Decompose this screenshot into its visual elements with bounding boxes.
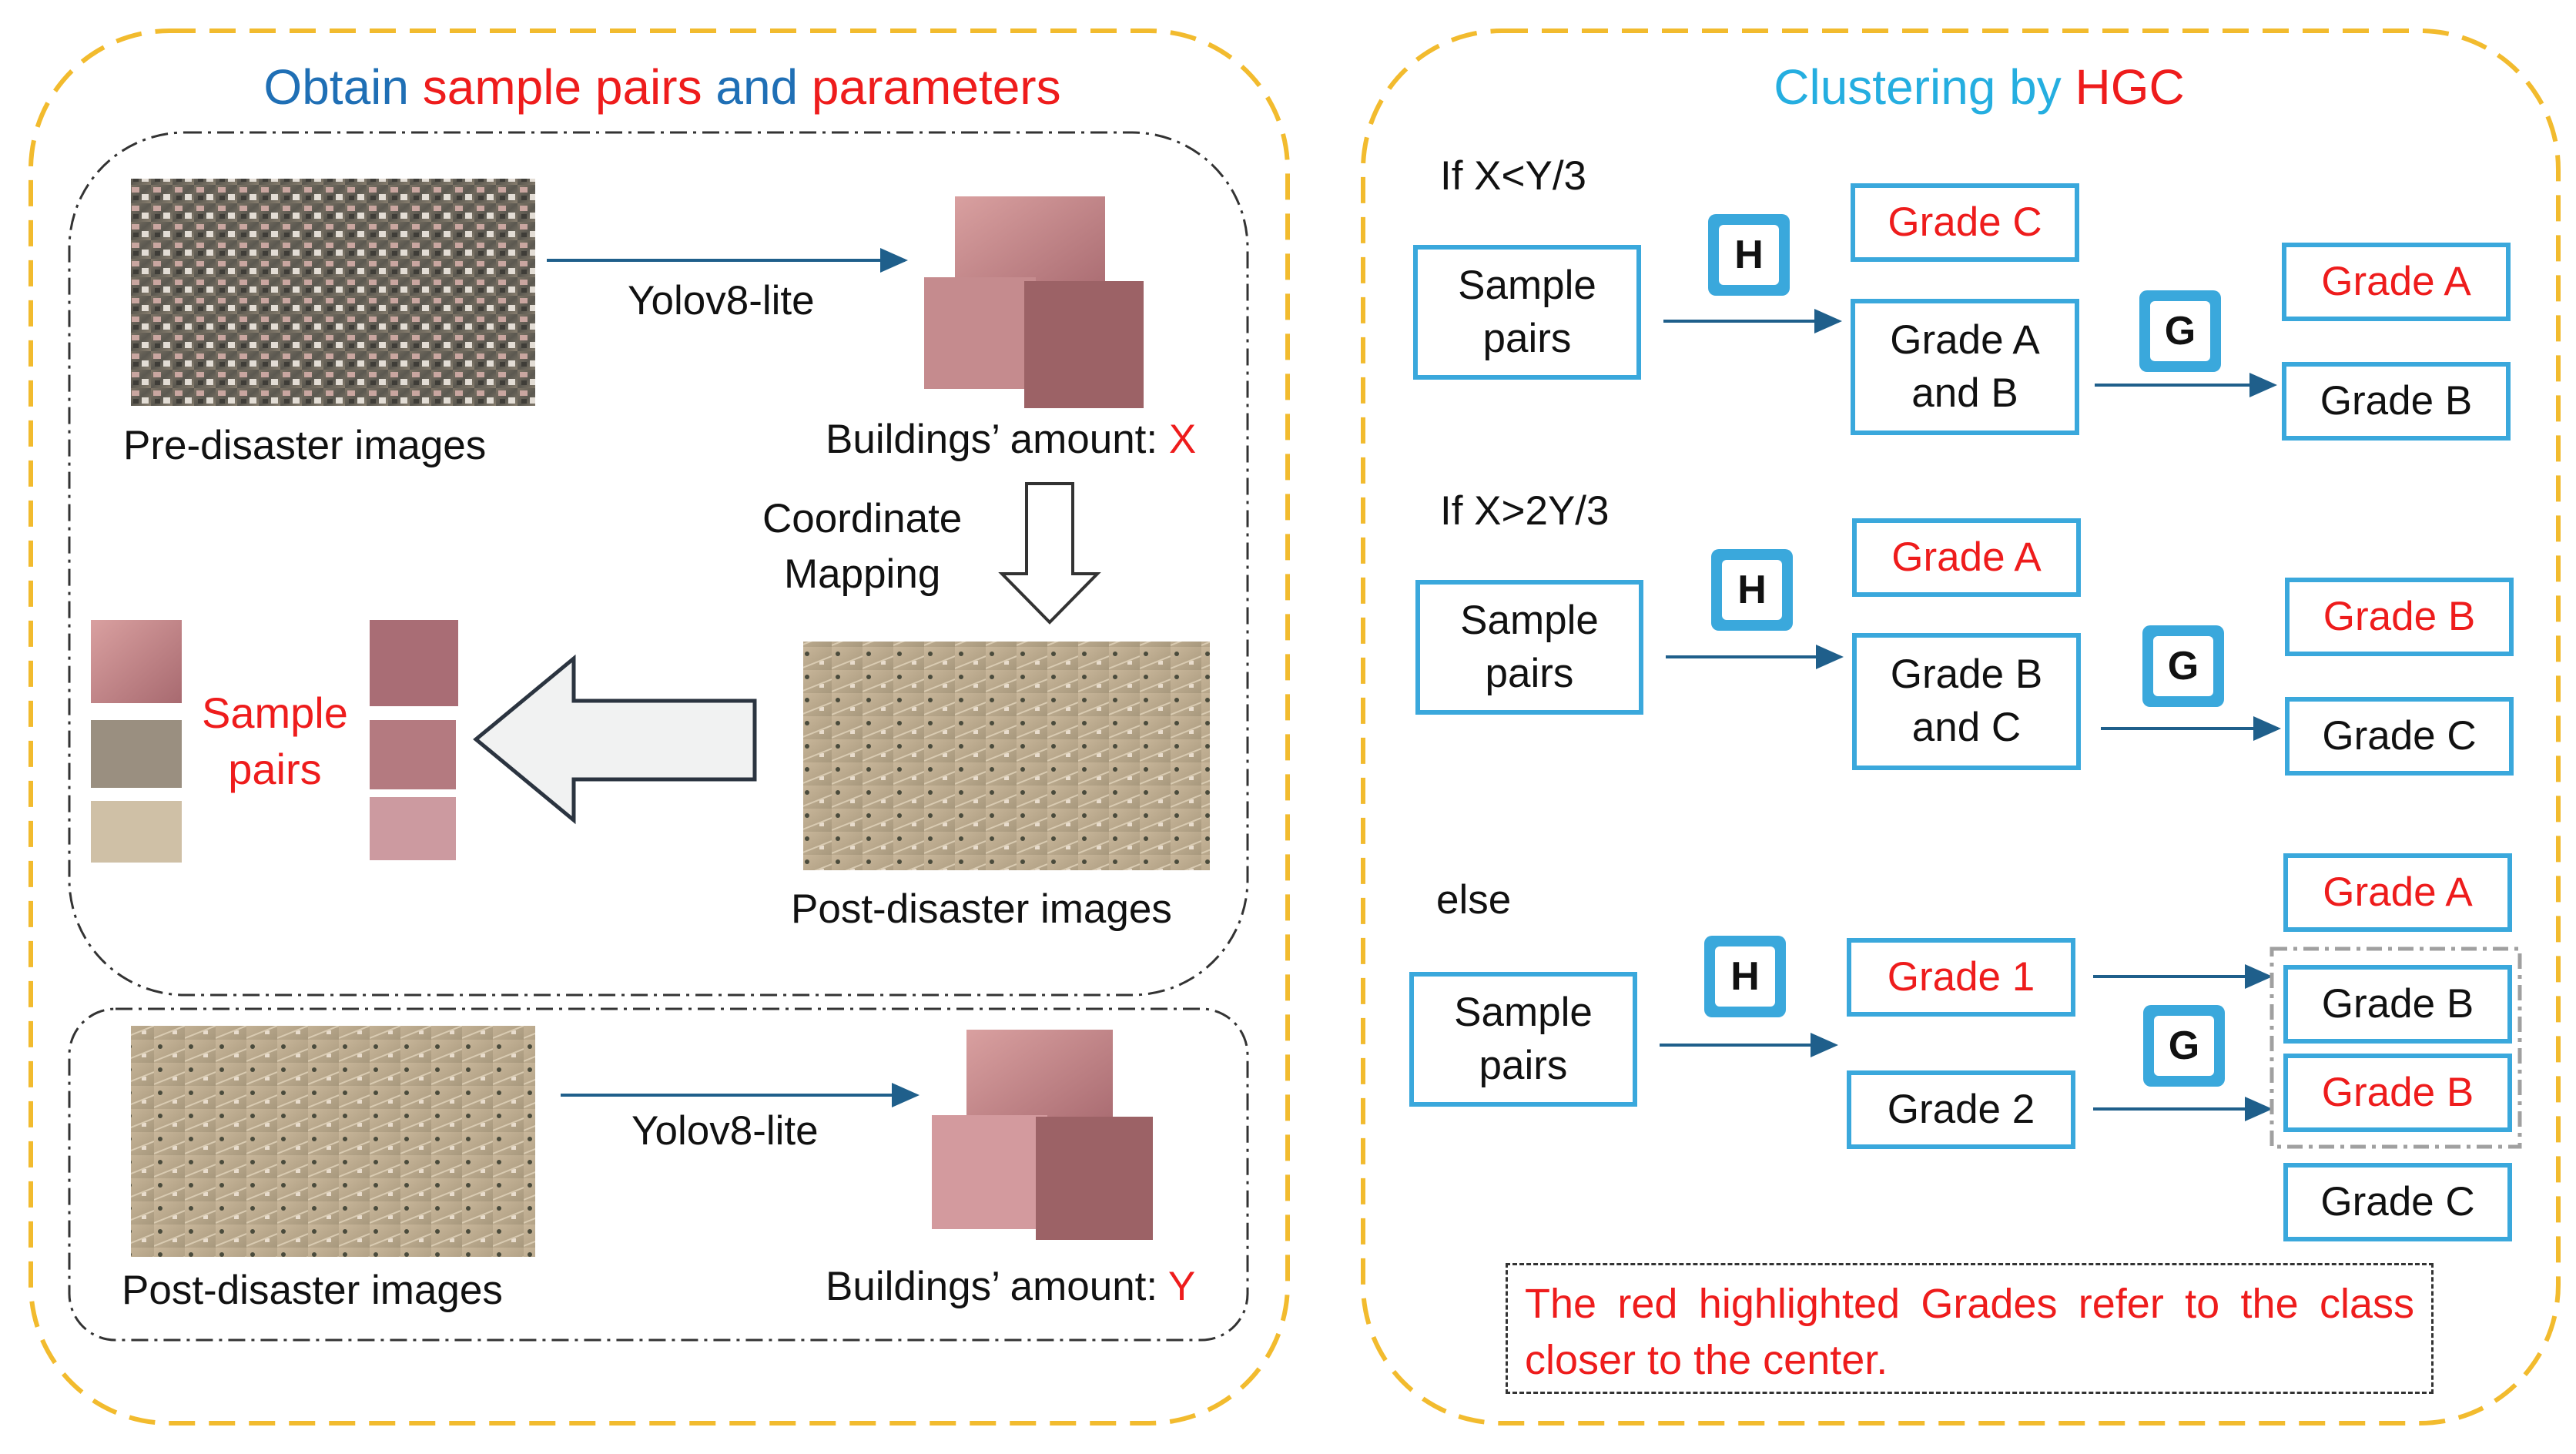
post-disaster-image-bottom [131, 1026, 535, 1257]
buildings-amount-label: Buildings’ amount: [826, 417, 1158, 462]
sample-pairs-box: Sample pairs [1415, 580, 1643, 715]
left-title-part: and [702, 59, 812, 115]
sample-crop-pre [91, 801, 182, 863]
case-condition-3: else [1436, 877, 1512, 923]
box-line: and C [1911, 705, 2022, 750]
lower-process-frame [68, 1007, 1249, 1342]
g-step-badge: G [2143, 1005, 2225, 1087]
box-line: pairs [1485, 650, 1574, 696]
building-crop [1024, 281, 1144, 408]
sample-pairs-line: pairs [228, 744, 322, 793]
grade-box-highlight: Grade B [2285, 578, 2514, 656]
g-step-label: G [2153, 636, 2213, 696]
coordinate-mapping-line: Mapping [783, 551, 941, 597]
post-disaster-caption-bottom: Post-disaster images [122, 1268, 503, 1313]
center-grades-group [2269, 946, 2522, 1149]
box-line: Sample [1460, 597, 1599, 643]
sample-pairs-arrow [473, 654, 757, 825]
box-line: and B [1911, 370, 2018, 416]
building-crop [924, 277, 1036, 389]
model-label-top: Yolov8-lite [628, 278, 815, 323]
grade-box-highlight: Grade B [2283, 1054, 2512, 1132]
grade-box: Grade A and B [1851, 299, 2079, 435]
building-crop [932, 1115, 1047, 1229]
box-line: Grade B [1890, 652, 2043, 698]
box-line: pairs [1479, 1042, 1568, 1088]
grade-box: Grade 2 [1847, 1070, 2075, 1149]
sample-pairs-box: Sample pairs [1413, 245, 1641, 380]
grade-box: Grade B [2282, 362, 2511, 441]
legend-note: The red highlighted Grades refer to the … [1506, 1263, 2434, 1394]
h-step-label: H [1715, 946, 1775, 1007]
coordinate-mapping-line: Coordinate [762, 496, 963, 541]
sample-crop-post [370, 797, 456, 860]
h-step-badge: H [1711, 549, 1793, 631]
sample-pairs-box: Sample pairs [1409, 972, 1637, 1107]
box-line: Sample [1454, 989, 1593, 1035]
grade-box: Grade C [2285, 697, 2514, 776]
right-panel-border [1361, 28, 2561, 1426]
left-panel-border [28, 28, 1290, 1426]
buildings-amount-top: Buildings’ amount: X [826, 416, 1196, 463]
grade-box-highlight: Grade 1 [1847, 938, 2075, 1017]
g-step-badge: G [2139, 290, 2221, 372]
coordinate-mapping-arrow [998, 482, 1101, 625]
box-line: Sample [1458, 262, 1596, 308]
grade-box: Grade C [2283, 1163, 2512, 1241]
pre-disaster-image [131, 179, 535, 406]
grade-box-highlight: Grade A [1852, 518, 2081, 597]
right-panel-title: Clustering by HGC [1679, 59, 2280, 116]
post-disaster-caption-top: Post-disaster images [791, 886, 1172, 932]
sample-crop-post [370, 620, 458, 706]
buildings-amount-label: Buildings’ amount: [826, 1264, 1158, 1309]
right-title-part: HGC [2075, 59, 2185, 115]
left-title-part: parameters [811, 59, 1061, 115]
variable-y: Y [1167, 1264, 1196, 1309]
case-condition-1: If X<Y/3 [1440, 153, 1587, 199]
grade-box-highlight: Grade C [1851, 183, 2079, 262]
left-title-part: Obtain [263, 59, 423, 115]
grade-box-highlight: Grade A [2283, 853, 2512, 932]
grade-box: Grade B and C [1852, 633, 2081, 770]
post-disaster-image-top [803, 642, 1210, 870]
left-title-part: sample pairs [422, 59, 702, 115]
pre-disaster-caption: Pre-disaster images [123, 423, 487, 468]
h-step-badge: H [1704, 936, 1786, 1017]
box-line: pairs [1482, 315, 1572, 361]
g-step-label: G [2154, 1016, 2214, 1076]
building-crop [1036, 1117, 1153, 1240]
sample-crop-pre [91, 620, 182, 703]
g-step-badge: G [2142, 625, 2224, 707]
g-step-label: G [2150, 301, 2210, 361]
building-crop [966, 1030, 1113, 1130]
sample-pairs-label: Sample pairs [202, 685, 348, 798]
case-condition-2: If X>2Y/3 [1440, 488, 1610, 534]
left-panel-title: Obtain sample pairs and parameters [139, 59, 1186, 116]
grade-box: Grade B [2283, 965, 2512, 1044]
h-step-label: H [1719, 225, 1779, 285]
coordinate-mapping-label: Coordinate Mapping [762, 491, 962, 601]
variable-x: X [1168, 417, 1197, 462]
h-step-label: H [1722, 560, 1782, 620]
buildings-amount-bottom: Buildings’ amount: Y [826, 1263, 1195, 1310]
h-step-badge: H [1708, 214, 1790, 296]
right-title-part: Clustering by [1774, 59, 2075, 115]
sample-crop-post [370, 720, 456, 789]
sample-pairs-line: Sample [202, 688, 348, 737]
box-line: Grade A [1890, 317, 2040, 363]
grade-box-highlight: Grade A [2282, 243, 2511, 321]
sample-crop-pre [91, 720, 182, 788]
model-label-bottom: Yolov8-lite [631, 1108, 819, 1154]
